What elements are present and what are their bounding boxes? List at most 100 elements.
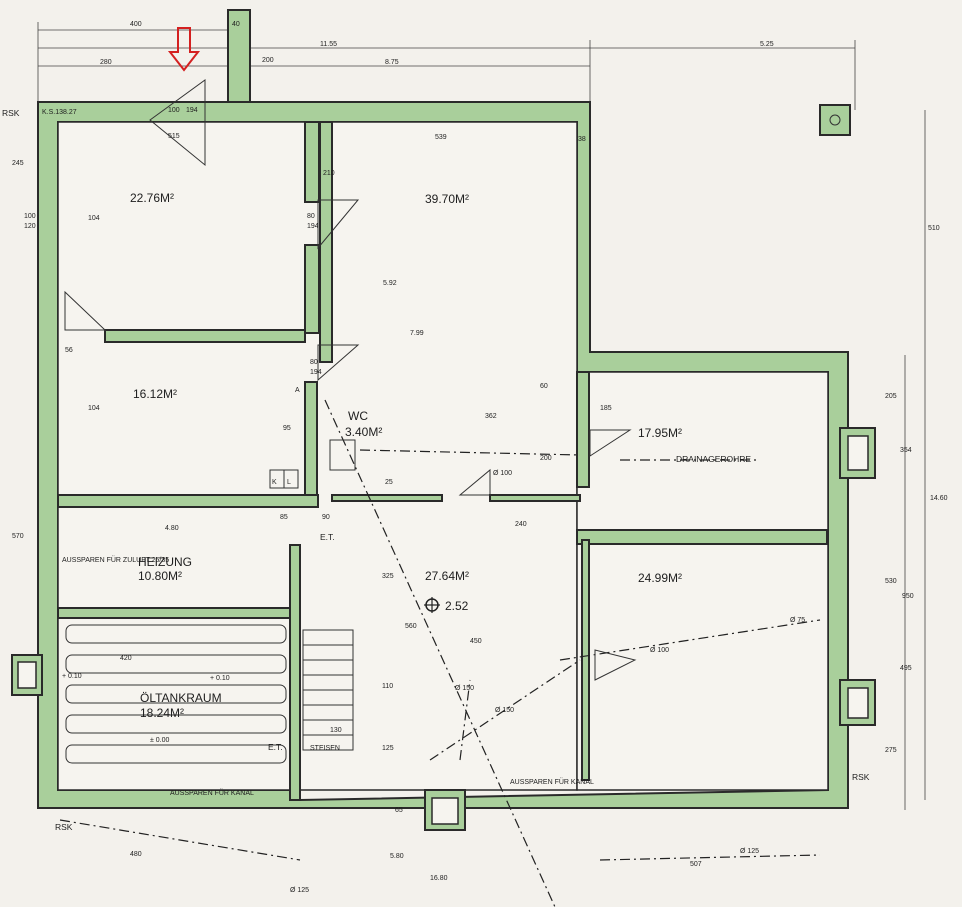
svg-text:11.55: 11.55 <box>320 41 337 48</box>
svg-text:539: 539 <box>435 134 447 141</box>
svg-text:325: 325 <box>382 573 394 580</box>
svg-text:275: 275 <box>885 747 897 754</box>
svg-text:80: 80 <box>307 213 315 220</box>
svg-text:5.92: 5.92 <box>383 280 397 287</box>
svg-text:Ø 100: Ø 100 <box>493 470 512 477</box>
red-down-arrow-icon <box>167 27 201 72</box>
light-shaft-4-inner <box>17 661 37 689</box>
heizung-name: HEIZUNG <box>138 555 192 569</box>
top-dimension-lines <box>37 22 926 810</box>
wc-name: WC <box>348 409 368 423</box>
svg-text:4.80: 4.80 <box>165 525 179 532</box>
svg-text:950: 950 <box>902 593 914 600</box>
svg-text:90: 90 <box>322 514 330 521</box>
svg-text:Ø 125: Ø 125 <box>740 848 759 855</box>
svg-text:80: 80 <box>310 359 318 366</box>
et-label-2: E.T. <box>268 742 283 752</box>
svg-text:450: 450 <box>470 638 482 645</box>
zuluft-label: AUSSPAREN FÜR ZULUFT 25/35 <box>62 556 169 564</box>
svg-text:Ø 100: Ø 100 <box>650 647 669 654</box>
svg-text:25: 25 <box>385 479 393 486</box>
svg-text:7.99: 7.99 <box>410 330 424 337</box>
svg-text:515: 515 <box>168 133 180 140</box>
svg-text:495: 495 <box>900 665 912 672</box>
light-shaft-3-inner <box>431 797 459 825</box>
k-label: K <box>272 479 277 486</box>
svg-text:194: 194 <box>307 223 319 230</box>
oel-area: 18.24M² <box>140 706 184 720</box>
svg-text:200: 200 <box>540 455 552 462</box>
svg-text:100: 100 <box>24 213 36 220</box>
svg-text:104: 104 <box>88 405 100 412</box>
room-area-8: 24.99M² <box>638 571 682 585</box>
svg-text:Ø 125: Ø 125 <box>290 887 309 894</box>
svg-text:354: 354 <box>900 447 912 454</box>
svg-text:Ø 150: Ø 150 <box>455 685 474 692</box>
door-swings <box>64 79 637 681</box>
svg-text:480: 480 <box>130 851 142 858</box>
svg-text:14.60: 14.60 <box>930 495 948 502</box>
et-label: E.T. <box>320 532 335 542</box>
column-symbol-circle <box>829 114 841 126</box>
rsk-label-3: RSK <box>55 822 73 832</box>
svg-text:420: 420 <box>120 655 132 662</box>
svg-text:400: 400 <box>130 21 142 28</box>
svg-text:5.80: 5.80 <box>390 853 404 860</box>
plus-level-2: + 0.10 <box>62 673 82 680</box>
room-area-5: 17.95M² <box>638 426 682 440</box>
floor-right <box>576 371 829 791</box>
svg-text:38: 38 <box>578 136 586 143</box>
l-label: L <box>287 479 291 486</box>
svg-text:280: 280 <box>100 59 112 66</box>
svg-text:60: 60 <box>540 383 548 390</box>
steisen-label: STEISEN <box>310 745 340 752</box>
oil-tanks <box>65 624 287 764</box>
svg-text:56: 56 <box>65 347 73 354</box>
room-area-2: 39.70M² <box>425 192 469 206</box>
room-area-7: 27.64M² <box>425 569 469 583</box>
aussparung-label-2: AUSSPAREN FÜR KANAL <box>510 778 594 786</box>
heizung-area: 10.80M² <box>138 569 182 583</box>
svg-text:5.25: 5.25 <box>760 41 774 48</box>
rsk-label: RSK <box>2 108 20 118</box>
light-shaft-2-inner <box>847 687 869 719</box>
svg-text:570: 570 <box>12 533 24 540</box>
drainage-label: DRAINAGEROHRE <box>676 454 751 464</box>
svg-text:120: 120 <box>24 223 36 230</box>
l-box <box>283 469 299 489</box>
svg-text:95: 95 <box>283 425 291 432</box>
svg-text:530: 530 <box>885 578 897 585</box>
column-symbol <box>819 104 851 136</box>
svg-text:185: 185 <box>600 405 612 412</box>
svg-text:125: 125 <box>382 745 394 752</box>
chimney <box>227 9 251 103</box>
oel-name: ÖLTANKRAUM <box>140 691 222 705</box>
svg-text:240: 240 <box>515 521 527 528</box>
dimension-labels: 400 40 11.55 5.25 280 8.75 200 539 38 51… <box>12 21 948 894</box>
svg-text:110: 110 <box>382 683 393 690</box>
svg-text:205: 205 <box>885 393 897 400</box>
a-label: A <box>295 387 300 394</box>
svg-text:Ø 150: Ø 150 <box>495 707 514 714</box>
light-shaft-1-inner <box>847 435 869 471</box>
svg-text:8.75: 8.75 <box>385 59 399 66</box>
drainage-lines <box>59 399 821 907</box>
svg-text:100: 100 <box>168 107 180 114</box>
svg-text:245: 245 <box>12 160 24 167</box>
svg-text:510: 510 <box>928 225 940 232</box>
svg-text:16.80: 16.80 <box>430 875 448 882</box>
svg-text:65: 65 <box>395 807 403 814</box>
svg-text:104: 104 <box>88 215 100 222</box>
svg-text:200: 200 <box>262 57 274 64</box>
svg-text:194: 194 <box>186 107 198 114</box>
svg-text:Ø 75: Ø 75 <box>790 617 805 624</box>
svg-text:210: 210 <box>323 170 335 177</box>
svg-text:560: 560 <box>405 623 417 630</box>
level-value: 2.52 <box>445 599 469 613</box>
svg-text:507: 507 <box>690 861 702 868</box>
room-area-3: 16.12M² <box>133 387 177 401</box>
rsk-label-2: RSK <box>852 772 870 782</box>
aussparung-label-1: AUSSPAREN FÜR KANAL <box>170 789 254 797</box>
svg-text:130: 130 <box>330 727 342 734</box>
